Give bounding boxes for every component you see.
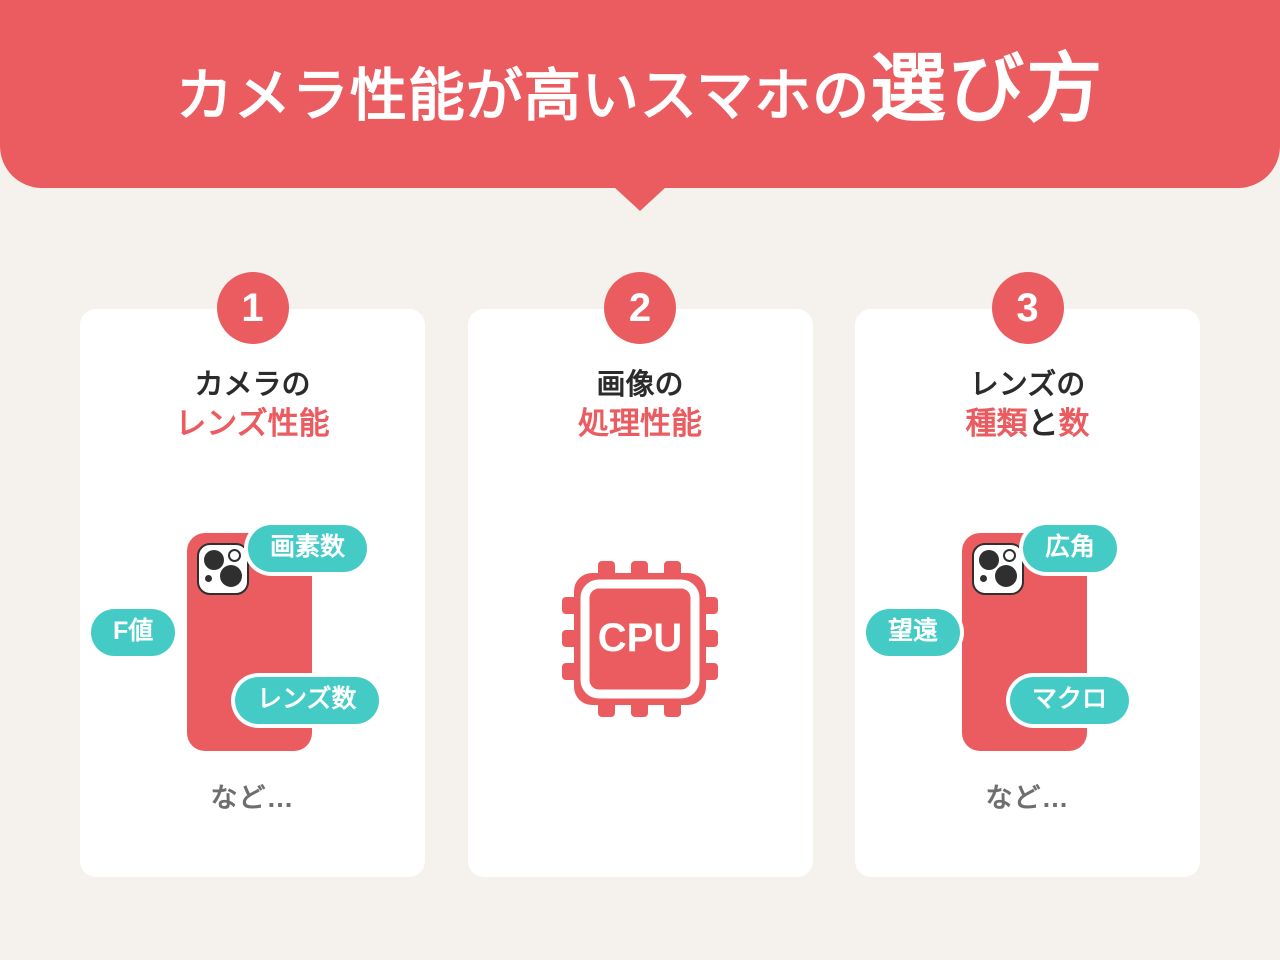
header-banner: カメラ性能が高いスマホの選び方 <box>0 0 1280 188</box>
card-2[interactable]: 2 画像の 処理性能 <box>467 272 813 877</box>
card-3-heading-neutral: と <box>1027 406 1059 442</box>
cpu-chip-label: CPU <box>598 616 682 660</box>
camera-lens-top-right-icon <box>1003 549 1016 562</box>
card-3-illustration: 広角 望遠 マクロ <box>855 509 1200 769</box>
card-3-pill-2: 望遠 <box>866 609 961 656</box>
page-title: カメラ性能が高いスマホの選び方 <box>176 52 1104 128</box>
card-3-pill-1: 広角 <box>1023 525 1118 572</box>
cpu-chip-svg: CPU <box>562 561 718 717</box>
camera-lens-bottom-right-icon <box>220 565 242 587</box>
page-title-primary: カメラ性能が高いスマホの <box>175 64 871 128</box>
cards-row: 1 カメラの レンズ性能 画素数 F値 レンズ数 など… 2 画像の <box>80 272 1200 877</box>
card-2-heading-accent: 処理性能 <box>578 406 702 442</box>
card-2-illustration: CPU <box>468 509 813 769</box>
card-1-number-badge: 1 <box>216 272 289 344</box>
card-3-heading-line1: レンズの <box>969 369 1086 401</box>
card-1-pill-1: 画素数 <box>248 525 368 572</box>
card-2-heading-line2: 処理性能 <box>468 404 813 445</box>
camera-sensor-dot-icon <box>980 575 987 582</box>
card-3-heading: レンズの 種類と数 <box>855 366 1200 445</box>
camera-module-icon <box>972 543 1024 595</box>
card-1-pill-3: レンズ数 <box>235 677 379 724</box>
card-1-heading-accent: レンズ性能 <box>175 406 330 442</box>
card-3[interactable]: 3 レンズの 種類と数 広角 望遠 マクロ など… <box>855 272 1200 877</box>
camera-lens-top-right-icon <box>228 549 241 562</box>
card-1-pill-2: F値 <box>91 609 176 656</box>
camera-lens-bottom-right-icon <box>995 565 1017 587</box>
card-2-heading: 画像の 処理性能 <box>468 366 813 445</box>
camera-sensor-dot-icon <box>205 575 212 582</box>
card-3-note: など… <box>985 783 1070 813</box>
camera-lens-top-left-icon <box>204 550 224 570</box>
card-1[interactable]: 1 カメラの レンズ性能 画素数 F値 レンズ数 など… <box>80 272 425 877</box>
camera-module-icon <box>197 543 249 595</box>
cpu-chip-icon: CPU <box>468 509 813 769</box>
card-1-heading-line2: レンズ性能 <box>80 404 425 445</box>
card-3-number-badge: 3 <box>991 272 1064 344</box>
card-3-heading-accent-tail: 数 <box>1058 406 1090 442</box>
card-3-heading-line2: 種類と数 <box>855 404 1200 445</box>
card-1-note: など… <box>210 783 295 813</box>
card-3-heading-accent: 種類 <box>965 406 1028 442</box>
card-1-illustration: 画素数 F値 レンズ数 <box>80 509 425 769</box>
card-3-pill-3: マクロ <box>1010 677 1130 724</box>
card-2-number-badge: 2 <box>604 272 676 344</box>
card-2-heading-line1: 画像の <box>596 369 684 401</box>
banner-notch-arrow <box>614 187 666 211</box>
camera-lens-top-left-icon <box>979 550 999 570</box>
card-1-heading: カメラの レンズ性能 <box>80 366 425 445</box>
page-title-emphasis: 選び方 <box>870 47 1105 132</box>
card-1-heading-line1: カメラの <box>194 369 311 401</box>
